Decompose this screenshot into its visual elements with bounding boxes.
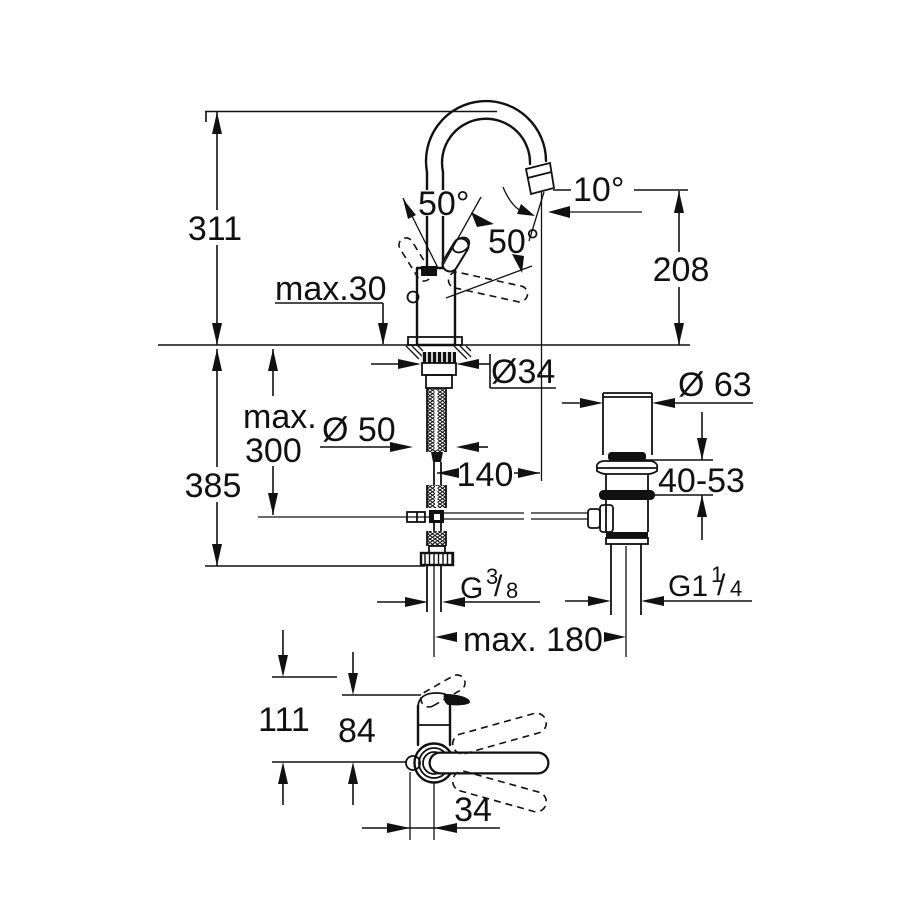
- waste-plug: [608, 452, 646, 461]
- dim-10deg: 10°: [502, 171, 642, 481]
- mounting-nut: [421, 352, 457, 389]
- dim-50deg-left: 50°: [402, 185, 494, 269]
- waste-nut: [605, 537, 649, 545]
- dim-140: 140: [437, 456, 540, 494]
- dim-385: 385: [185, 349, 425, 567]
- side-handle-dashed-down: [451, 770, 548, 813]
- dim-111: 111: [258, 630, 407, 805]
- dim-385-label: 385: [185, 467, 242, 505]
- side-handle-dashed-up: [451, 712, 548, 755]
- dim-34: 34: [362, 772, 500, 840]
- dim-208-label: 208: [653, 251, 710, 289]
- rod-knob-outer: [587, 508, 601, 529]
- dim-10deg-label: 10°: [573, 171, 624, 209]
- side-knob: [405, 755, 421, 771]
- dim-g38-slash: /: [494, 570, 503, 603]
- lever-dashed-right: [447, 271, 529, 303]
- waste-ring: [599, 490, 655, 500]
- dim-max300-word: max.: [243, 398, 317, 436]
- dim-50deg-left-label: 50°: [418, 185, 469, 223]
- deck-hatch-left: [405, 345, 424, 360]
- aerator-seam: [527, 171, 552, 179]
- dim-g38-den: 8: [506, 578, 518, 603]
- supply-shank: [426, 388, 447, 485]
- dim-dia50: Ø 50: [320, 411, 488, 452]
- lever-base: [421, 266, 437, 276]
- dim-111-label: 111: [258, 701, 310, 739]
- side-view: [405, 674, 550, 813]
- lever-handle: [441, 236, 471, 273]
- dim-g38-num: 3: [486, 564, 498, 589]
- spout-inner-edge: [440, 117, 532, 270]
- dim-g114: G1 1 / 4: [565, 562, 752, 606]
- hose-middle: [426, 485, 447, 508]
- deck-hatch-right: [453, 345, 472, 360]
- dim-dia50-label: Ø 50: [322, 411, 396, 449]
- stream-angled-line: [528, 191, 545, 242]
- popup-waste: [587, 392, 659, 657]
- dim-g38-g: G: [460, 572, 483, 605]
- spout-outer-edge: [424, 99, 548, 270]
- hose-lower: [419, 523, 455, 657]
- dim-50deg-right: 50°: [445, 223, 539, 299]
- dim-max180-label: max. 180: [463, 621, 603, 659]
- dim-311-label: 311: [188, 210, 242, 248]
- dim-dia34-label: Ø34: [491, 353, 555, 391]
- dim-max300: max. 300: [243, 349, 317, 515]
- dim-g114-den: 4: [730, 576, 742, 601]
- dim-84-label: 84: [338, 712, 376, 750]
- dim-max30: max.30: [275, 270, 388, 345]
- waste-nut-top: [606, 532, 648, 538]
- dim-40-53: 40-53: [645, 412, 745, 540]
- dim-40-53-label: 40-53: [658, 462, 745, 500]
- dim-max30-label: max.30: [275, 270, 387, 308]
- dim-dia63: Ø 63: [562, 366, 753, 408]
- dim-140-label: 140: [457, 456, 514, 494]
- dim-dia63-label: Ø 63: [678, 366, 752, 404]
- dim-50deg-right-label: 50°: [488, 223, 539, 261]
- dim-max180: max. 180: [435, 621, 626, 659]
- dim-max300-value: 300: [245, 432, 302, 470]
- waste-flange: [595, 460, 659, 490]
- dim-208: 208: [553, 189, 710, 345]
- side-lever-closed: [443, 694, 470, 706]
- dim-311: 311: [188, 110, 497, 345]
- dim-g114-slash: /: [717, 569, 726, 602]
- dim-g114-num: 1: [711, 562, 723, 587]
- side-lever-dashed-up: [420, 674, 466, 708]
- dim-dia34: Ø34: [371, 353, 556, 391]
- dim-34-label: 34: [454, 791, 492, 829]
- body-side-pin: [406, 290, 420, 304]
- lever-dashed-left: [398, 237, 432, 282]
- dim-g38: G 3 / 8: [377, 564, 540, 607]
- dim-g114-g: G1: [668, 570, 708, 603]
- aerator: [524, 161, 556, 196]
- popup-rod: [258, 512, 588, 520]
- dim-84: 84: [338, 652, 421, 805]
